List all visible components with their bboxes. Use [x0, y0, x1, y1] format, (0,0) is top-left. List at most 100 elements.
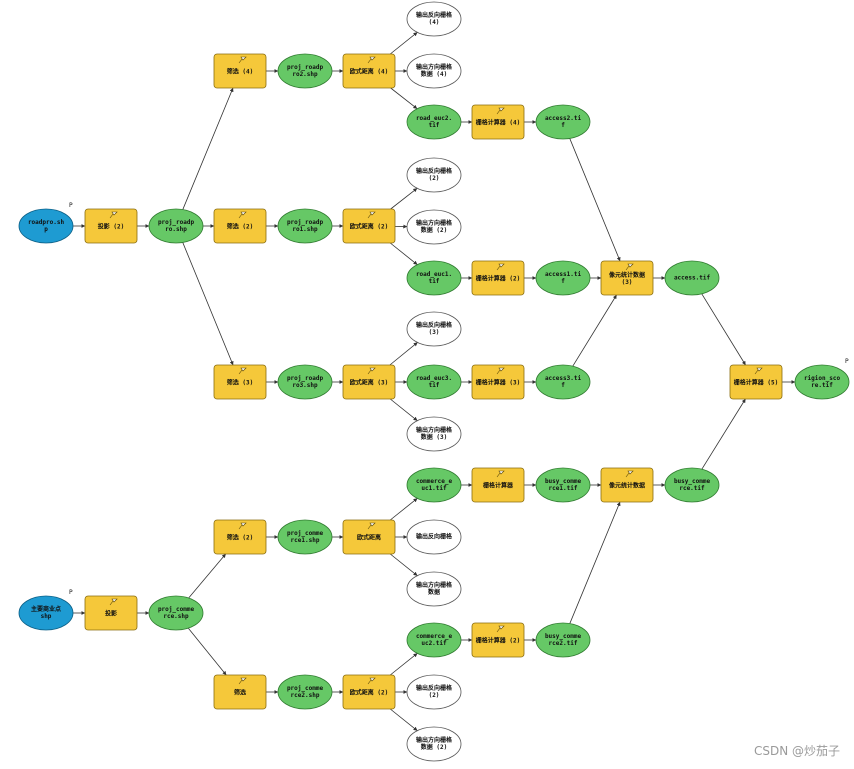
- tool-node-t_bufc[interactable]: 筛选: [213, 674, 267, 710]
- tool-shape: [342, 519, 396, 555]
- edge-d_projcomm-to-t_bufc: [187, 627, 227, 676]
- tool-node-t_cell3[interactable]: 像元统计数据(3): [600, 260, 654, 296]
- node-label: access1.ti: [545, 271, 582, 278]
- output-node-o_a3[interactable]: 输出反向栅格(3): [406, 311, 462, 347]
- tool-node-t_euc2[interactable]: 欧式距离 (2): [342, 674, 396, 710]
- data-node-d_rd1[interactable]: road_euc1.tif: [406, 260, 462, 296]
- tool-shape: [342, 364, 396, 400]
- hammer-icon: [754, 367, 763, 375]
- output-shape: [406, 209, 462, 245]
- node-label: proj_comme: [287, 685, 324, 692]
- tool-node-t_rc3[interactable]: 栅格计算器 (3): [471, 364, 525, 400]
- tool-node-t_proj1[interactable]: 投影 (2): [84, 208, 138, 244]
- hammer-icon: [238, 56, 247, 64]
- tool-node-t_eu4[interactable]: 欧式距离 (4): [342, 53, 396, 89]
- hammer-icon: [238, 367, 247, 375]
- derived-shape: [406, 260, 462, 296]
- node-label: 数据 (2): [421, 743, 447, 751]
- node-label: rce1.shp: [291, 537, 320, 544]
- node-label: 输出反向栅格: [416, 11, 453, 19]
- hammer-icon: [238, 211, 247, 219]
- output-shape: [406, 726, 462, 762]
- tool-node-t_rcc2[interactable]: 栅格计算器 (2): [471, 622, 525, 658]
- node-label: rce1.tif: [549, 485, 578, 492]
- hammer-icon: [625, 263, 634, 271]
- tool-shape: [213, 208, 267, 244]
- derived-shape: [535, 104, 591, 140]
- data-node-d_bc[interactable]: busy_commerce.tif: [664, 467, 720, 503]
- node-label: 投影: [105, 610, 117, 618]
- tool-node-t_buf3[interactable]: 筛选 (3): [213, 364, 267, 400]
- tool-shape: [84, 595, 138, 631]
- edge-t_euc-to-o_cb: [390, 553, 418, 576]
- tool-node-t_proj2[interactable]: 投影: [84, 595, 138, 631]
- tool-node-t_rc5[interactable]: 栅格计算器 (5): [729, 364, 783, 400]
- hammer-icon: [367, 522, 376, 530]
- data-node-d_acc1[interactable]: access1.tif: [535, 260, 591, 296]
- node-label: proj_comme: [158, 606, 195, 613]
- tool-shape: [213, 53, 267, 89]
- edge-t_eu4-to-d_rd2: [390, 87, 418, 110]
- node-label: road_euc2.: [416, 115, 452, 122]
- node-label: 数据: [428, 588, 440, 596]
- tool-node-t_rc2[interactable]: 栅格计算器 (2): [471, 260, 525, 296]
- tool-node-t_buf4[interactable]: 筛选 (4): [213, 53, 267, 89]
- node-label: 欧式距离 (4): [350, 68, 388, 76]
- data-node-d_ce2[interactable]: commerce_euc2.tif: [406, 622, 462, 658]
- data-node-d_acc2[interactable]: access2.tif: [535, 104, 591, 140]
- node-label: (2): [429, 175, 440, 182]
- tool-node-t_euc[interactable]: 欧式距离: [342, 519, 396, 555]
- tool-node-t_rcc[interactable]: 栅格计算器: [471, 467, 525, 503]
- data-node-d_projcomm[interactable]: proj_commerce.shp: [148, 595, 204, 631]
- output-node-o_ca[interactable]: 输出反向栅格: [406, 519, 462, 555]
- node-label: 输出反向栅格: [416, 533, 453, 541]
- hammer-icon: [238, 522, 247, 530]
- hammer-icon: [496, 625, 505, 633]
- output-node-o_a2[interactable]: 输出反向栅格(2): [406, 157, 462, 193]
- tool-shape: [84, 208, 138, 244]
- data-node-d_acc3[interactable]: access3.tif: [535, 364, 591, 400]
- input-shape: [18, 595, 74, 631]
- node-label: 栅格计算器 (3): [476, 379, 520, 387]
- tool-node-t_cell[interactable]: 像元统计数据: [600, 467, 654, 503]
- node-label: f: [561, 278, 565, 285]
- output-node-o_a4[interactable]: 输出反向栅格(4): [406, 1, 462, 37]
- node-label: proj_roadp: [287, 64, 324, 71]
- node-label: uc1.tif: [421, 485, 447, 492]
- tool-shape: [213, 674, 267, 710]
- data-node-d_access[interactable]: access.tif: [664, 260, 720, 296]
- node-label: 栅格计算器 (2): [476, 275, 520, 283]
- tool-shape: [471, 467, 525, 503]
- data-node-d_rd3[interactable]: road_euc3.tif: [406, 364, 462, 400]
- tool-node-t_bufc2[interactable]: 筛选 (2): [213, 519, 267, 555]
- tool-node-t_buf2[interactable]: 筛选 (2): [213, 208, 267, 244]
- data-node-d_projroad[interactable]: proj_roadpro.shp: [148, 208, 204, 244]
- data-node-d_ce1[interactable]: commerce_euc1.tif: [406, 467, 462, 503]
- hammer-icon: [367, 56, 376, 64]
- hammer-icon: [496, 367, 505, 375]
- output-node-o_ca2[interactable]: 输出反向栅格(2): [406, 674, 462, 710]
- tool-node-t_rc4[interactable]: 栅格计算器 (4): [471, 104, 525, 140]
- derived-shape: [277, 674, 333, 710]
- node-label: 数据 (3): [421, 433, 447, 441]
- derived-shape: [406, 622, 462, 658]
- tool-node-t_eu2[interactable]: 欧式距离 (2): [342, 208, 396, 244]
- data-node-d_rd2[interactable]: road_euc2.tif: [406, 104, 462, 140]
- tool-node-t_eu3[interactable]: 欧式距离 (3): [342, 364, 396, 400]
- node-label: (2): [429, 692, 440, 699]
